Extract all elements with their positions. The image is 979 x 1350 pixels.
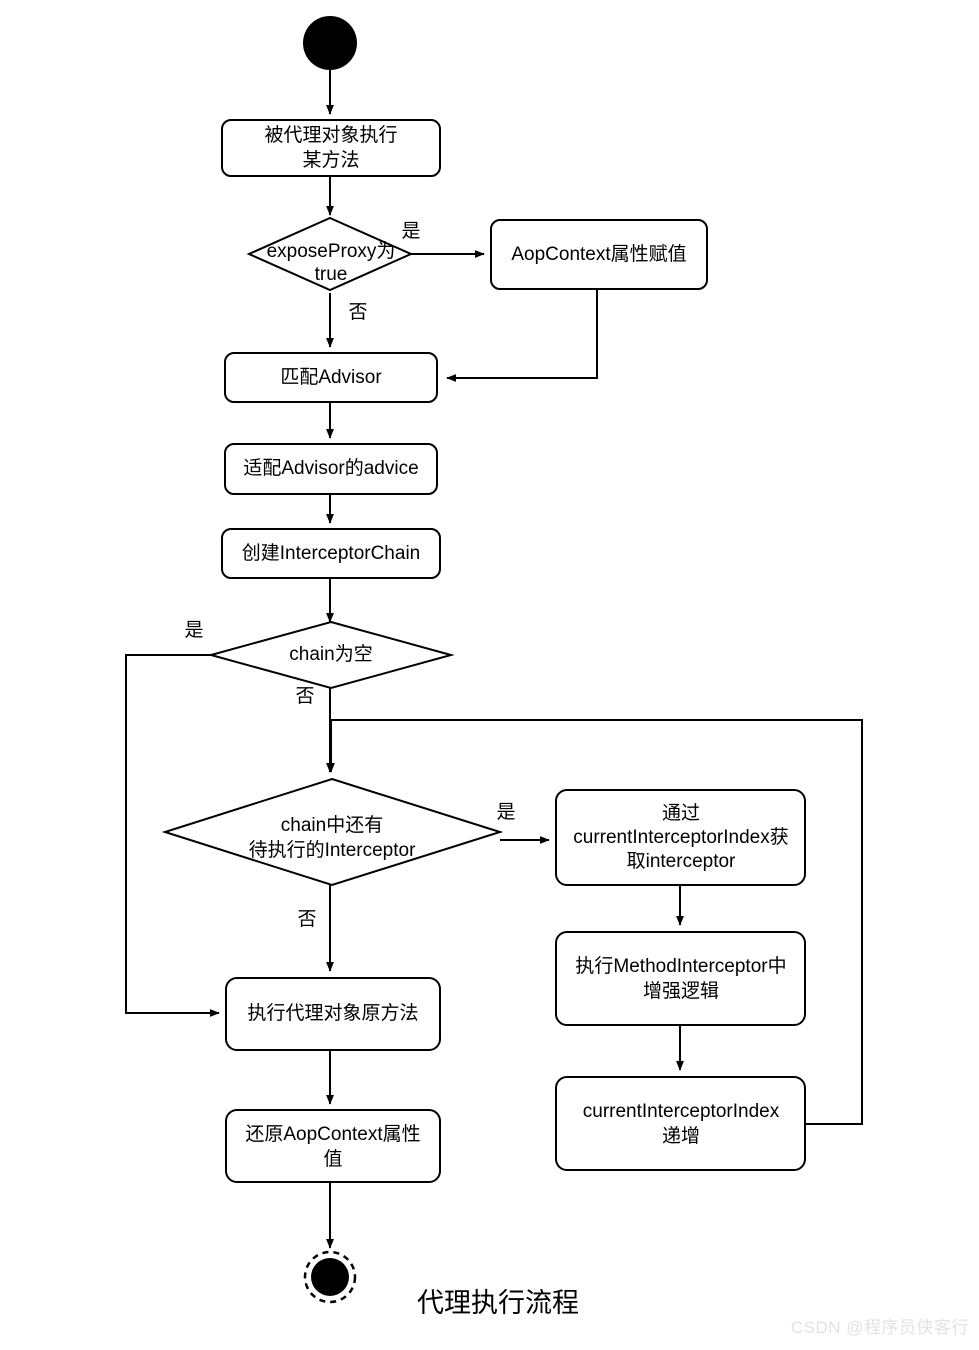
edge-n2-to-n3 bbox=[446, 289, 598, 382]
node-decision-exposeProxy bbox=[246, 216, 414, 292]
node-currentInterceptorIndex递增 bbox=[555, 1076, 806, 1171]
edge-label-d1-no: 否 bbox=[348, 302, 367, 323]
node-label-n3: 匹配Advisor bbox=[280, 367, 382, 388]
node-匹配Advisor bbox=[224, 352, 438, 403]
node-label-n6-line1: 通过 bbox=[662, 802, 700, 824]
end-node bbox=[311, 1258, 349, 1296]
node-通过currentInterceptorIndex获取interceptor bbox=[555, 789, 806, 886]
edge-label-d3-no: 否 bbox=[297, 909, 316, 930]
node-label-d2: chain为空 bbox=[289, 643, 372, 665]
edge-label-d3-yes: 是 bbox=[496, 802, 515, 823]
node-还原AopContext属性值 bbox=[225, 1109, 441, 1183]
node-label-n10-line2: 值 bbox=[323, 1148, 342, 1170]
node-label-n7-line2: 增强逻辑 bbox=[643, 980, 719, 1002]
node-适配Advisor的advice bbox=[224, 443, 438, 495]
node-label-d3-line2: 待执行的Interceptor bbox=[249, 839, 416, 861]
node-执行MethodInterceptor中增强逻辑 bbox=[555, 931, 806, 1026]
node-label-d1-line1: exposeProxy为 bbox=[267, 240, 396, 262]
node-label-n1-line2: 某方法 bbox=[302, 149, 359, 171]
start-node bbox=[303, 16, 357, 70]
edge-n8-loopback-to-d3 bbox=[327, 719, 863, 1125]
node-label-n9: 执行代理对象原方法 bbox=[247, 1002, 418, 1024]
node-AopContext属性赋值 bbox=[490, 219, 708, 290]
node-label-n5: 创建InterceptorChain bbox=[242, 542, 420, 564]
csdn-watermark: CSDN @程序员侠客行 bbox=[790, 1318, 969, 1337]
edge-d2-yes-to-n9 bbox=[125, 654, 220, 1017]
edge-label-d2-yes: 是 bbox=[184, 620, 203, 641]
edge-label-d2-no: 否 bbox=[295, 686, 314, 707]
node-创建InterceptorChain bbox=[221, 528, 441, 579]
node-label-n2: AopContext属性赋值 bbox=[511, 243, 686, 265]
node-label-n6-line2: currentInterceptorIndex获 bbox=[573, 826, 788, 848]
node-label-n1-line1: 被代理对象执行 bbox=[264, 124, 397, 146]
node-label-n7-line1: 执行MethodInterceptor中 bbox=[575, 955, 786, 977]
node-label-n8-line2: 递增 bbox=[662, 1125, 700, 1147]
end-node-ring bbox=[303, 1250, 357, 1304]
node-label-d1-line2: true bbox=[315, 264, 348, 285]
node-被代理对象执行某方法 bbox=[221, 119, 441, 177]
node-label-n10-line1: 还原AopContext属性 bbox=[245, 1123, 420, 1145]
node-decision-chain中还有待执行的Interceptor bbox=[161, 777, 504, 887]
diagram-title: 代理执行流程 bbox=[417, 1288, 579, 1318]
edge-label-d1-yes: 是 bbox=[401, 221, 420, 242]
node-执行代理对象原方法 bbox=[225, 977, 441, 1051]
node-decision-chain为空 bbox=[207, 620, 455, 690]
node-label-n8-line1: currentInterceptorIndex bbox=[583, 1101, 780, 1122]
node-label-d3-line1: chain中还有 bbox=[281, 814, 383, 836]
node-label-n4: 适配Advisor的advice bbox=[243, 457, 418, 479]
node-label-n6-line3: 取interceptor bbox=[627, 851, 736, 872]
